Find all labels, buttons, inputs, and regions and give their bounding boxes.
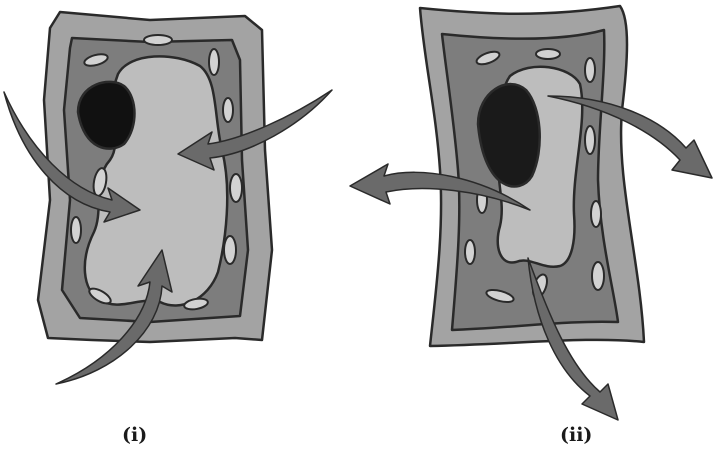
cell-ii — [420, 6, 644, 346]
panel-label-i: (i) — [122, 424, 147, 446]
panel-label-ii: (ii) — [560, 424, 592, 446]
